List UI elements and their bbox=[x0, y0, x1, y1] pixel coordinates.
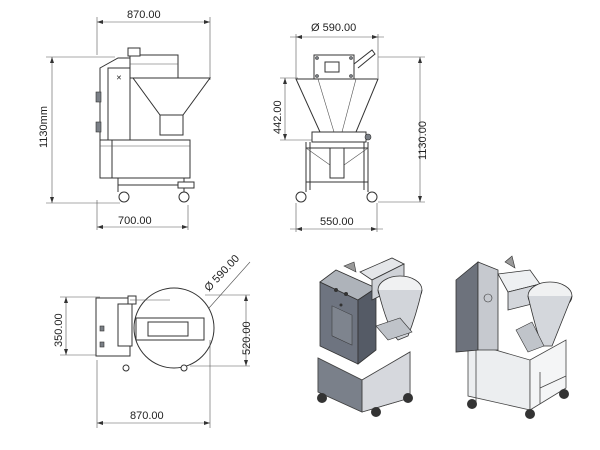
side-machine: ✕ bbox=[95, 47, 211, 203]
front-height-label: 1130.00 bbox=[417, 121, 429, 160]
isometric-view-rear bbox=[455, 255, 573, 419]
front-hopper-dimension: 442.00 bbox=[272, 77, 318, 141]
front-hopper-label: 442.00 bbox=[272, 100, 284, 134]
front-base-label: 550.00 bbox=[320, 216, 354, 228]
top-left-dimension: 350.00 bbox=[53, 296, 100, 356]
isometric-view-front bbox=[317, 257, 423, 417]
side-base-label: 700.00 bbox=[118, 215, 152, 227]
svg-text:✕: ✕ bbox=[116, 75, 122, 82]
front-machine bbox=[295, 49, 379, 203]
front-height-dimension: 1130.00 bbox=[378, 56, 429, 203]
top-machine bbox=[95, 287, 215, 372]
top-right-dimension: 520.00 bbox=[190, 294, 253, 367]
side-height-dimension: 1130mm bbox=[38, 56, 120, 204]
front-base-dimension: 550.00 bbox=[290, 203, 383, 232]
top-diameter-label: Ø 590.00 bbox=[202, 253, 242, 294]
side-base-dimension: 700.00 bbox=[96, 200, 189, 230]
top-view: Ø 590.00 350.00 bbox=[53, 253, 253, 428]
top-left-label: 350.00 bbox=[53, 313, 65, 347]
side-width-dimension: 870.00 bbox=[96, 9, 211, 80]
side-view: 870.00 1130mm ✕ bbox=[38, 9, 211, 230]
front-view: Ø 590.00 442.00 bbox=[272, 22, 429, 232]
top-width-dimension: 870.00 bbox=[96, 340, 211, 428]
front-diameter-dimension: Ø 590.00 bbox=[290, 22, 384, 78]
side-width-label: 870.00 bbox=[127, 9, 161, 21]
front-diameter-label: Ø 590.00 bbox=[311, 22, 356, 34]
top-width-label: 870.00 bbox=[130, 410, 164, 422]
side-height-label: 1130mm bbox=[38, 106, 50, 148]
top-right-label: 520.00 bbox=[241, 321, 253, 355]
